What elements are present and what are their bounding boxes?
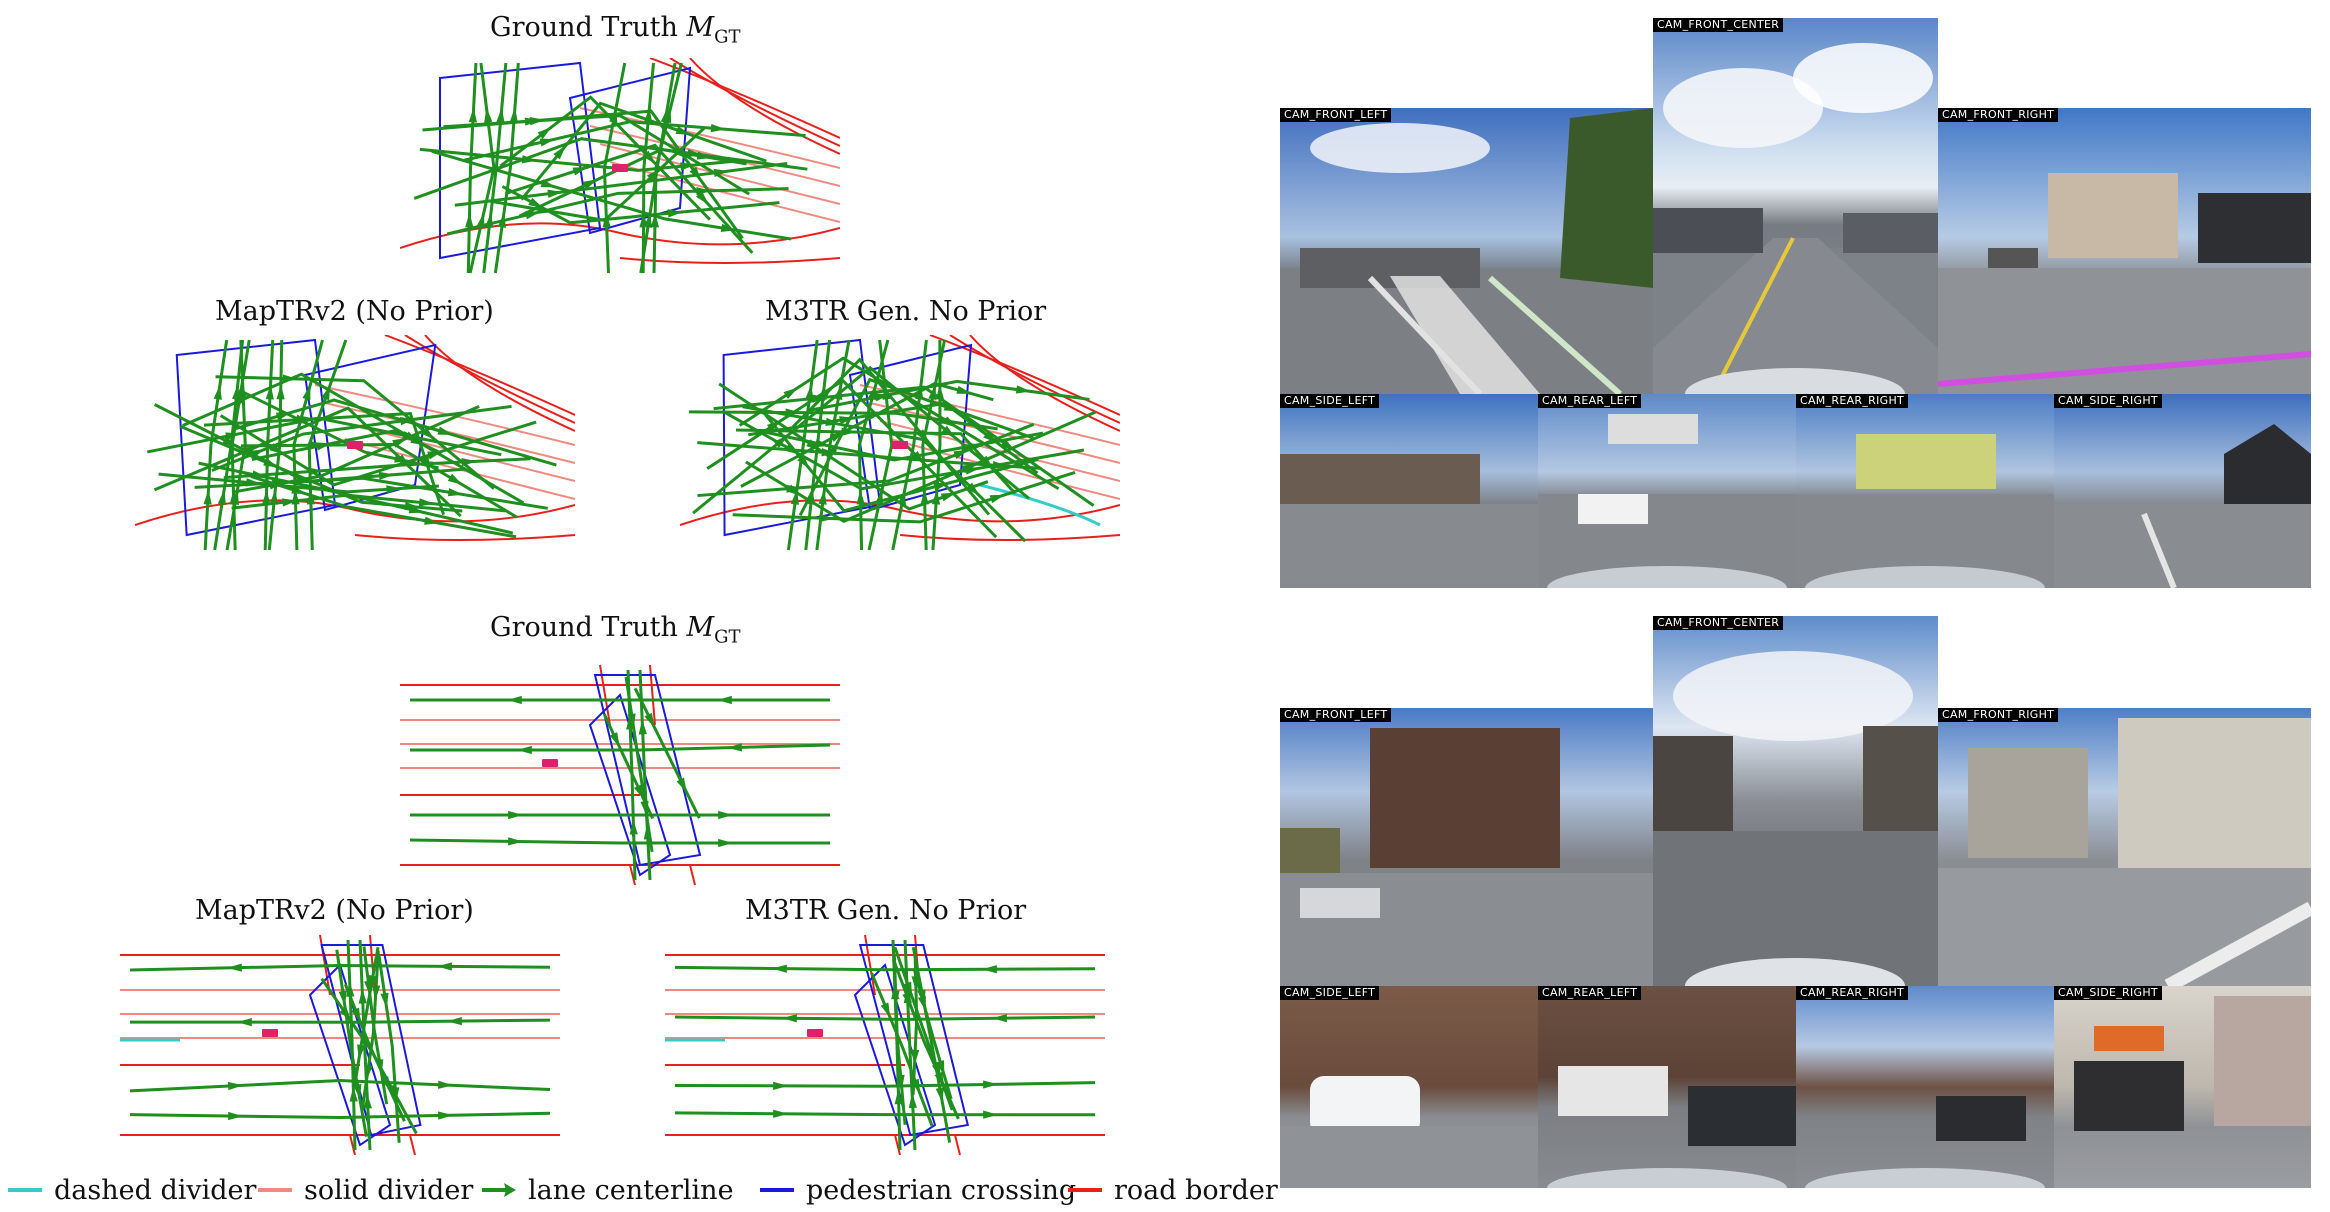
scene1-gt-title: Ground Truth MGT [490,12,741,47]
dashed-divider-swatch [8,1188,42,1192]
scene2-left-map [120,935,560,1155]
cam-label: CAM_SIDE_RIGHT [2054,986,2162,1000]
scene-sketch [1805,1096,2045,1188]
cam-top-side-right: CAM_SIDE_RIGHT [2054,394,2311,588]
scene2-gt-title-text: Ground Truth [490,612,687,643]
cam-bottom-rear-right: CAM_REAR_RIGHT [1796,986,2054,1188]
scene1-gt-sub: GT [714,26,741,48]
cam-label: CAM_SIDE_RIGHT [2054,394,2162,408]
scene-sketch [1653,43,1938,394]
cam-bottom-side-right: CAM_SIDE_RIGHT [2054,986,2311,1188]
scene2-gt-symbol: M [686,612,715,643]
cam-label: CAM_REAR_RIGHT [1796,394,1909,408]
scene-sketch [2054,424,2311,588]
scene-sketch [1538,414,1796,588]
scene-sketch [2074,996,2311,1131]
cam-top-rear-left: CAM_REAR_LEFT [1538,394,1796,588]
pedestrian-crossing-swatch [760,1188,794,1192]
cam-label: CAM_FRONT_LEFT [1280,708,1392,722]
legend-item-road-border: road border [1068,1170,1278,1210]
scene-sketch [1280,108,1653,394]
scene-sketch [1938,718,2311,986]
cam-top-front-right: CAM_FRONT_RIGHT [1938,108,2311,394]
scene2-gt-title: Ground Truth MGT [490,612,741,647]
scene1-right-title: M3TR Gen. No Prior [765,296,1047,327]
cam-label: CAM_SIDE_LEFT [1280,986,1380,1000]
scene1-left-map [135,335,575,551]
cam-bottom-front-right: CAM_FRONT_RIGHT [1938,708,2311,986]
legend-label: pedestrian crossing [806,1174,1077,1206]
scene-sketch [1938,173,2311,394]
cam-label: CAM_REAR_LEFT [1538,394,1642,408]
scene1-gt-symbol: M [686,12,715,43]
cam-label: CAM_REAR_LEFT [1538,986,1642,1000]
legend-label: solid divider [304,1174,474,1206]
legend-label: road border [1114,1174,1278,1206]
scene-sketch [1280,1076,1538,1188]
cam-label: CAM_FRONT_CENTER [1653,616,1784,630]
scene1-left-title: MapTRv2 (No Prior) [215,296,494,327]
legend: dashed divider solid divider lane center… [0,1170,1280,1210]
scene1-gt-title-text: Ground Truth [490,12,687,43]
solid-divider-swatch [258,1188,292,1192]
road-border-swatch [1068,1188,1102,1192]
cam-label: CAM_SIDE_LEFT [1280,394,1380,408]
legend-item-lane-centerline: lane centerline [480,1170,734,1210]
scene1-gt-map [400,58,840,274]
cam-bottom-side-left: CAM_SIDE_LEFT [1280,986,1538,1188]
cam-label: CAM_REAR_RIGHT [1796,986,1909,1000]
cam-label: CAM_FRONT_RIGHT [1938,108,2059,122]
scene2-gt-map [400,665,840,885]
cam-label: CAM_FRONT_CENTER [1653,18,1784,32]
cam-top-rear-right: CAM_REAR_RIGHT [1796,394,2054,588]
legend-item-solid-divider: solid divider [258,1170,473,1210]
scene1-right-map [680,335,1120,551]
scene-sketch [1653,651,1938,986]
scene-sketch [1796,434,2054,588]
scene2-right-title: M3TR Gen. No Prior [745,895,1027,926]
scene-sketch [1547,1066,1796,1188]
cam-top-front-center: CAM_FRONT_CENTER [1653,18,1938,394]
cam-label: CAM_FRONT_LEFT [1280,108,1392,122]
scene2-right-map [665,935,1105,1155]
legend-item-dashed-divider: dashed divider [8,1170,256,1210]
legend-label: dashed divider [54,1174,257,1206]
lane-centerline-arrow-icon [482,1183,516,1197]
cam-top-side-left: CAM_SIDE_LEFT [1280,394,1538,588]
scene2-left-title: MapTRv2 (No Prior) [195,895,474,926]
cam-bottom-rear-left: CAM_REAR_LEFT [1538,986,1796,1188]
cam-top-front-left: CAM_FRONT_LEFT [1280,108,1653,394]
cam-bottom-front-left: CAM_FRONT_LEFT [1280,708,1653,986]
legend-label: lane centerline [528,1174,734,1206]
scene2-gt-sub: GT [714,626,741,648]
legend-item-pedestrian-crossing: pedestrian crossing [760,1170,1076,1210]
scene-sketch [1280,728,1653,986]
cam-label: CAM_FRONT_RIGHT [1938,708,2059,722]
scene-sketch [1280,454,1538,588]
cam-bottom-front-center: CAM_FRONT_CENTER [1653,616,1938,986]
